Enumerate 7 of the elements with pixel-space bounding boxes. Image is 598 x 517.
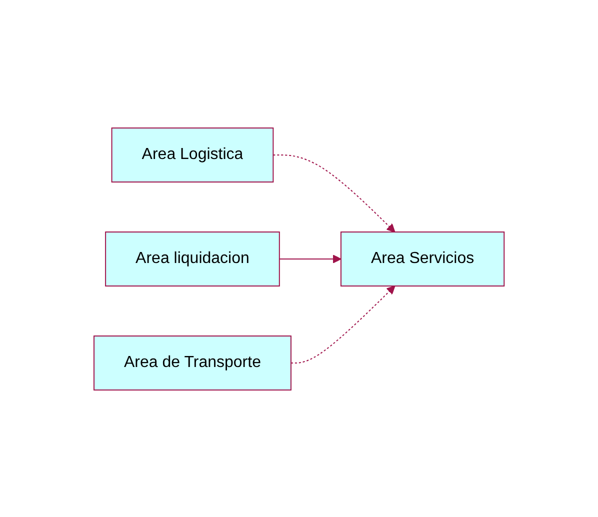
arrow	[290, 285, 396, 363]
node-box: Area de Transporte	[93, 335, 292, 390]
arrow	[272, 154, 396, 232]
node-box: Area liquidacion	[105, 231, 280, 286]
node-box: Area Logistica	[111, 127, 274, 182]
node-box: Area Servicios	[340, 231, 505, 286]
arrow	[278, 254, 342, 263]
